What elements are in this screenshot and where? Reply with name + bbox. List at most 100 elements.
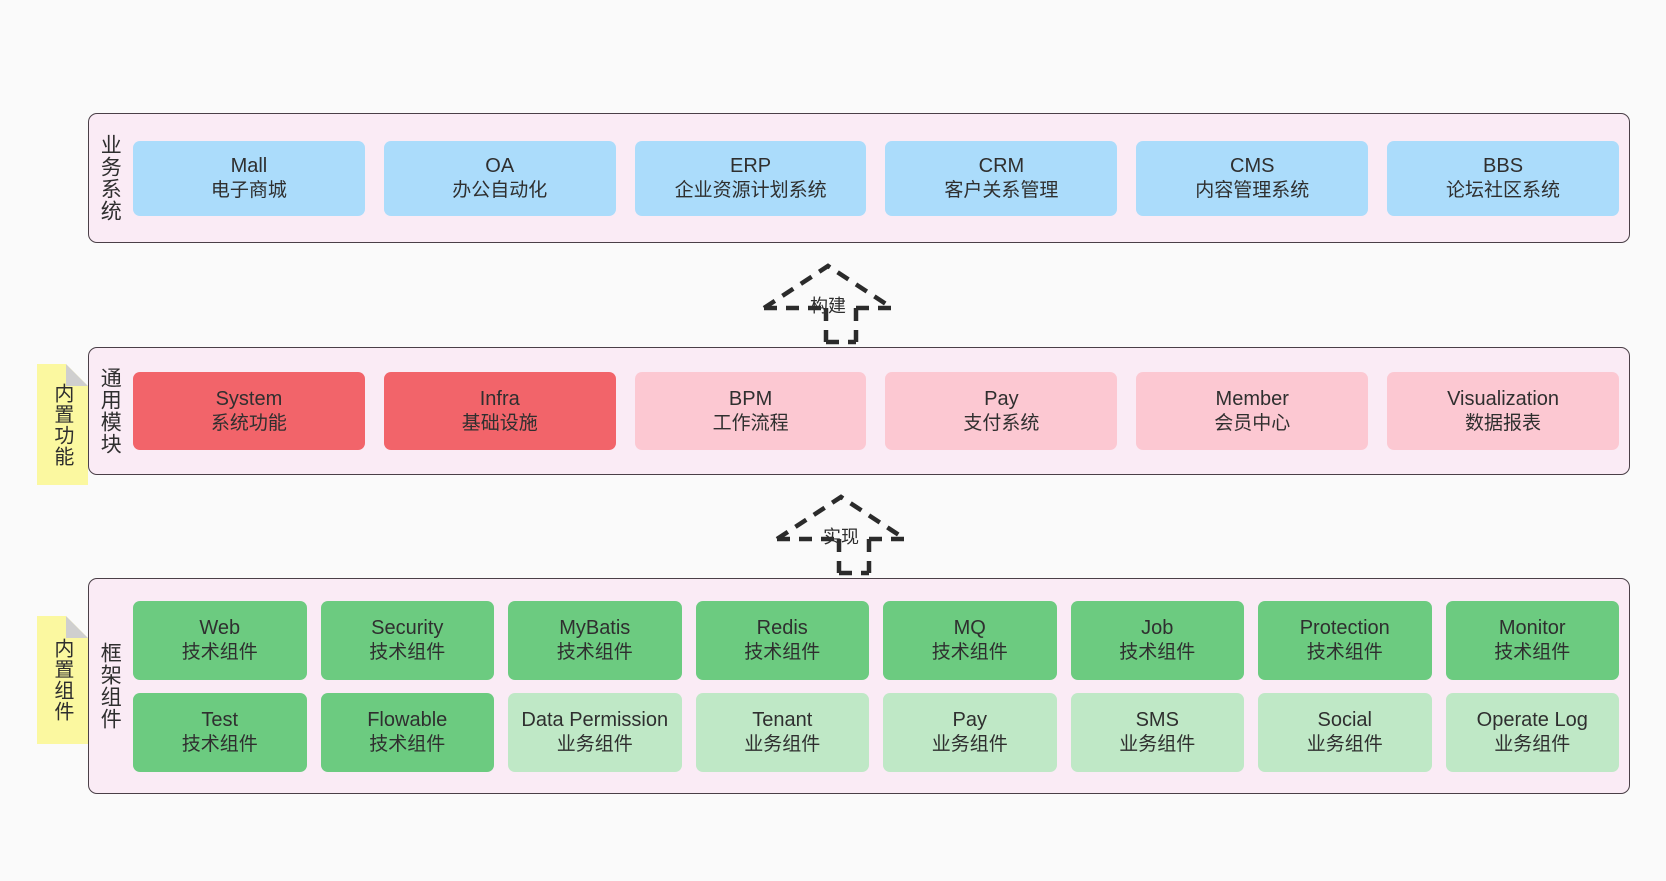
card-subtitle: 业务组件 [931, 733, 1008, 755]
layer-framework-components: 框架组件 Web 技术组件 Security 技术组件 MyBatis 技术组件… [88, 578, 1630, 794]
card-mall[interactable]: Mall 电子商城 [133, 140, 365, 216]
card-mybatis[interactable]: MyBatis 技术组件 [508, 600, 682, 680]
card-monitor[interactable]: Monitor 技术组件 [1445, 600, 1619, 680]
card-subtitle: 技术组件 [181, 733, 258, 755]
note-text: 内置功能 [50, 382, 73, 467]
card-subtitle: 技术组件 [369, 641, 446, 663]
card-subtitle: 内容管理系统 [1195, 179, 1310, 201]
connector-build-arrow [762, 263, 894, 345]
layer-title-framework-components: 框架组件 [98, 642, 122, 730]
card-subtitle: 业务组件 [556, 733, 633, 755]
connector-implement: 实现 [773, 493, 909, 576]
card-subtitle: 基础设施 [461, 412, 538, 434]
card-subtitle: 办公自动化 [452, 179, 548, 201]
card-subtitle: 技术组件 [744, 641, 821, 663]
card-subtitle: 数据报表 [1465, 412, 1542, 434]
connector-implement-arrow [775, 494, 907, 576]
card-test[interactable]: Test 技术组件 [133, 692, 307, 772]
card-subtitle: 技术组件 [556, 641, 633, 663]
card-redis[interactable]: Redis 技术组件 [695, 600, 869, 680]
card-title: Pay [952, 709, 987, 732]
note-builtin-features: 内置功能 [37, 364, 88, 485]
layer-body-business-systems: Mall 电子商城 OA 办公自动化 ERP 企业资源计划系统 CRM 客户关系… [129, 114, 1629, 242]
card-tenant[interactable]: Tenant 业务组件 [695, 692, 869, 772]
card-subtitle: 电子商城 [210, 179, 287, 201]
card-title: SMS [1135, 709, 1179, 732]
note-fold-corner-icon [66, 616, 88, 638]
card-subtitle: 论坛社区系统 [1446, 179, 1561, 201]
card-title: ERP [730, 155, 772, 178]
card-title: BPM [728, 388, 773, 411]
card-erp[interactable]: ERP 企业资源计划系统 [634, 140, 867, 216]
note-text: 内置组件 [50, 638, 73, 722]
card-subtitle: 业务组件 [744, 733, 821, 755]
card-pay-component[interactable]: Pay 业务组件 [883, 692, 1057, 772]
layer-common-modules: 通用模块 System 系统功能 Infra 基础设施 BPM 工作流程 Pay… [88, 347, 1630, 475]
card-operate-log[interactable]: Operate Log 业务组件 [1445, 692, 1619, 772]
layer-business-systems: 业务系统 Mall 电子商城 OA 办公自动化 ERP 企业资源计划系统 CRM… [88, 113, 1630, 243]
card-security[interactable]: Security 技术组件 [320, 600, 494, 680]
card-title: Social [1317, 709, 1372, 732]
card-bpm[interactable]: BPM 工作流程 [634, 372, 867, 450]
card-subtitle: 技术组件 [931, 641, 1008, 663]
card-title: Protection [1299, 617, 1390, 640]
card-subtitle: 技术组件 [1494, 641, 1571, 663]
card-row: Mall 电子商城 OA 办公自动化 ERP 企业资源计划系统 CRM 客户关系… [133, 140, 1619, 216]
card-subtitle: 技术组件 [1306, 641, 1383, 663]
card-row: Test 技术组件 Flowable 技术组件 Data Permission … [133, 692, 1619, 772]
layer-title-common-modules: 通用模块 [98, 367, 122, 455]
card-subtitle: 技术组件 [181, 641, 258, 663]
card-row: System 系统功能 Infra 基础设施 BPM 工作流程 Pay 支付系统… [133, 372, 1619, 450]
card-bbs[interactable]: BBS 论坛社区系统 [1387, 140, 1619, 216]
card-web[interactable]: Web 技术组件 [133, 600, 307, 680]
card-oa[interactable]: OA 办公自动化 [383, 140, 616, 216]
card-infra[interactable]: Infra 基础设施 [383, 372, 616, 450]
card-title: CRM [978, 155, 1025, 178]
card-title: System [215, 388, 283, 411]
card-title: Pay [984, 388, 1019, 411]
card-title: Operate Log [1476, 709, 1588, 732]
card-title: Infra [479, 388, 520, 411]
card-title: Web [199, 617, 241, 640]
card-pay[interactable]: Pay 支付系统 [885, 372, 1118, 450]
card-protection[interactable]: Protection 技术组件 [1258, 600, 1432, 680]
card-system[interactable]: System 系统功能 [133, 372, 365, 450]
card-subtitle: 客户关系管理 [944, 179, 1059, 201]
card-social[interactable]: Social 业务组件 [1258, 692, 1432, 772]
card-title: Member [1215, 388, 1289, 411]
card-title: MyBatis [559, 617, 631, 640]
card-subtitle: 业务组件 [1119, 733, 1196, 755]
card-cms[interactable]: CMS 内容管理系统 [1136, 140, 1369, 216]
card-title: Tenant [752, 709, 813, 732]
card-subtitle: 技术组件 [1119, 641, 1196, 663]
card-title: MQ [953, 617, 986, 640]
card-title: Flowable [367, 709, 448, 732]
card-sms[interactable]: SMS 业务组件 [1070, 692, 1244, 772]
card-row: Web 技术组件 Security 技术组件 MyBatis 技术组件 Redi… [133, 600, 1619, 680]
card-subtitle: 业务组件 [1306, 733, 1383, 755]
card-job[interactable]: Job 技术组件 [1070, 600, 1244, 680]
card-title: Test [201, 709, 239, 732]
card-subtitle: 系统功能 [210, 412, 287, 434]
card-data-permission[interactable]: Data Permission 业务组件 [508, 692, 682, 772]
card-member[interactable]: Member 会员中心 [1136, 372, 1369, 450]
layer-title-business-systems: 业务系统 [98, 134, 122, 222]
layer-body-framework-components: Web 技术组件 Security 技术组件 MyBatis 技术组件 Redi… [129, 579, 1629, 793]
card-title: Mall [230, 155, 268, 178]
card-visualization[interactable]: Visualization 数据报表 [1387, 372, 1619, 450]
card-title: Monitor [1498, 617, 1566, 640]
card-subtitle: 业务组件 [1494, 733, 1571, 755]
card-crm[interactable]: CRM 客户关系管理 [885, 140, 1118, 216]
card-subtitle: 支付系统 [963, 412, 1040, 434]
card-subtitle: 技术组件 [369, 733, 446, 755]
card-title: Job [1141, 617, 1174, 640]
card-title: BBS [1483, 155, 1524, 178]
card-title: Visualization [1447, 388, 1560, 411]
note-builtin-components: 内置组件 [37, 616, 88, 744]
card-title: CMS [1230, 155, 1275, 178]
card-flowable[interactable]: Flowable 技术组件 [320, 692, 494, 772]
card-title: Redis [756, 617, 808, 640]
connector-build: 构建 [760, 262, 896, 345]
card-subtitle: 会员中心 [1214, 412, 1291, 434]
card-mq[interactable]: MQ 技术组件 [883, 600, 1057, 680]
